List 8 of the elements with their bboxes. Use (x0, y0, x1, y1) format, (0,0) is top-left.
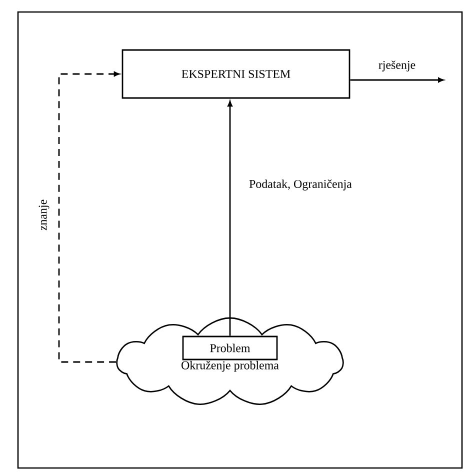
arrow (228, 100, 232, 336)
arrow (350, 78, 444, 82)
edge-label: znanje (38, 200, 50, 230)
edge-label: rješenje (378, 60, 416, 72)
problem-box: Problem (182, 336, 278, 360)
process-box: EKSPERTNI SISTEM (122, 49, 350, 99)
edge-label: Podatak, Ograničenja (249, 180, 352, 190)
arrow (58, 72, 120, 363)
